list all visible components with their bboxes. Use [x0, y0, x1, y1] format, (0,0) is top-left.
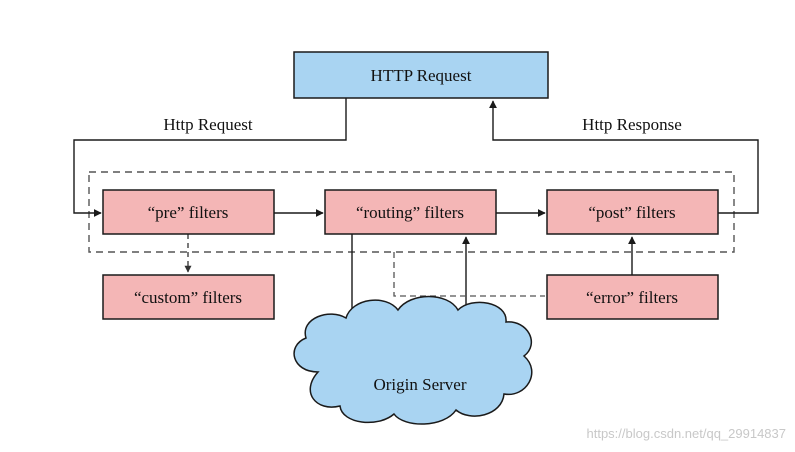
error-filters-label: “error” filters [586, 288, 678, 307]
routing-filters-box [324, 189, 497, 235]
custom-filters-label: “custom” filters [134, 288, 242, 307]
routing-filters-label: “routing” filters [356, 203, 464, 222]
post-filters-label: “post” filters [588, 203, 675, 222]
origin-server-cloud [293, 295, 533, 425]
http-request-label: HTTP Request [371, 66, 472, 85]
pre-filters-box [102, 189, 275, 235]
http-response-edge-label: Http Response [582, 115, 682, 134]
edge-chain-to-error [393, 252, 545, 297]
edge-post-to-response [489, 100, 759, 214]
watermark-text: https://blog.csdn.net/qq_29914837 [587, 426, 787, 441]
http-request-edge-label: Http Request [163, 115, 253, 134]
edge-request-to-pre [73, 98, 347, 217]
origin-server-label: Origin Server [373, 375, 466, 394]
error-filters-box [546, 274, 719, 320]
http-request-box [293, 51, 549, 99]
filter-chain-group [88, 171, 735, 253]
pre-filters-label: “pre” filters [148, 203, 229, 222]
custom-filters-box [102, 274, 275, 320]
post-filters-box [546, 189, 719, 235]
